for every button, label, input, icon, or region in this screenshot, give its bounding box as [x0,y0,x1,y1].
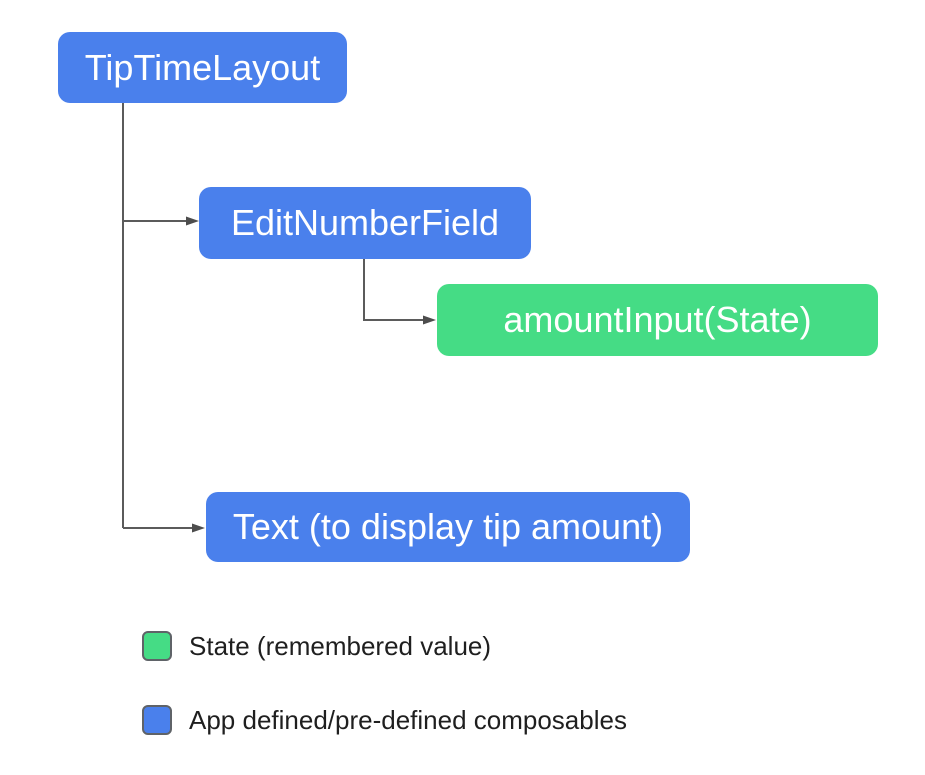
node-text-display-tip-amount: Text (to display tip amount) [206,492,690,562]
legend-swatch-composables [142,705,172,735]
legend-item-state: State (remembered value) [142,631,491,661]
node-editnumberfield: EditNumberField [199,187,531,259]
legend-label-state: State (remembered value) [189,630,492,661]
node-tiptimelayout: TipTimeLayout [58,32,347,103]
legend-label-composables: App defined/pre-defined composables [189,704,627,735]
node-text-display-tip-amount-label: Text (to display tip amount) [232,506,664,547]
legend-swatch-state [142,631,172,661]
node-amountinput-state: amountInput(State) [437,284,878,356]
node-editnumberfield-label: EditNumberField [230,202,500,243]
connector-editnumberfield-to-amountinput [363,259,436,325]
node-amountinput-state-label: amountInput(State) [503,299,812,340]
node-tiptimelayout-label: TipTimeLayout [84,46,321,88]
legend-item-composables: App defined/pre-defined composables [142,705,627,735]
